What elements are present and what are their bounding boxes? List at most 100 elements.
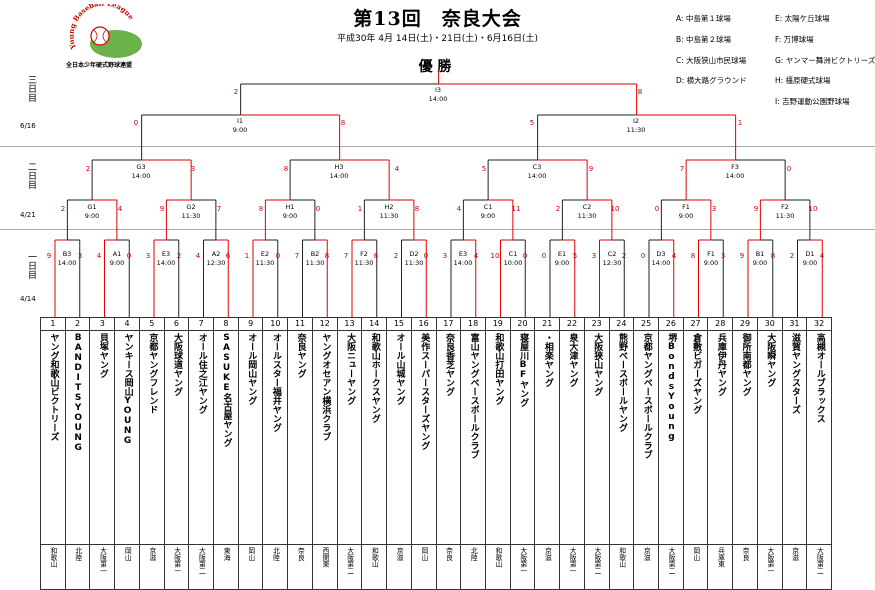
match-score: 9 (159, 205, 165, 213)
team-region-cell: 京滋 (386, 544, 412, 590)
team-region: 大阪第二 (345, 547, 354, 575)
match-score: 3 (77, 252, 83, 260)
team-number: 10 (262, 317, 289, 331)
match-id: H2 (384, 203, 394, 211)
team-number: 9 (237, 317, 264, 331)
team-name-cell: オール山城ヤング (386, 330, 412, 545)
team-region-cell: 岡山 (114, 544, 140, 590)
team-name-cell: 高槻オールブラックス (806, 330, 832, 545)
venue-item: G: ヤンマー舞洲ビクトリーズ専用球場 (775, 56, 875, 65)
team-region: 大阪第一 (172, 547, 181, 575)
match-id: D3 (656, 250, 666, 258)
team-name-cell: 奈良ヤング (287, 330, 313, 545)
match-id: D1 (805, 250, 815, 258)
match-score: 0 (786, 165, 792, 173)
team-name: 御所南都ヤング (740, 333, 751, 396)
team-number: 25 (633, 317, 659, 331)
day-date: 6/16 (20, 122, 36, 130)
team-region-cell: 奈良 (732, 544, 758, 590)
match-time: 11:30 (404, 259, 424, 267)
team-region-cell: 大阪第二 (657, 544, 684, 590)
team-region: 大阪第一 (518, 547, 527, 575)
match-score: 7 (343, 252, 349, 260)
team-region-cell: 岡山 (237, 544, 264, 590)
match-score: 8 (414, 205, 420, 213)
match-score: 1 (357, 205, 363, 213)
match-score: 10 (808, 205, 818, 213)
match-score: 9 (588, 165, 594, 173)
team-region: 京滋 (790, 547, 799, 561)
match-time: 9:00 (678, 212, 694, 220)
team-number: 14 (361, 317, 388, 331)
match-id: F1 (682, 203, 690, 211)
team-number: 20 (509, 317, 536, 331)
team-region-cell: 和歌山 (608, 544, 635, 590)
match-id: D2 (409, 250, 419, 258)
match-score: 4 (394, 165, 400, 173)
match-score: 1 (737, 119, 743, 127)
match-id: C3 (532, 163, 542, 171)
team-name-cell: 和歌山ホークスヤング (361, 330, 388, 545)
team-name-cell: 京都ヤングフレンド (138, 330, 165, 545)
team-name-cell: 京都ヤングベースボールクラブ (633, 330, 659, 545)
match-id: H1 (285, 203, 295, 211)
match-score: 0 (315, 205, 321, 213)
team-number: 8 (213, 317, 239, 331)
match-score: 2 (60, 205, 66, 213)
team-region: 北陸 (73, 547, 82, 561)
team-region: 大阪第一 (765, 547, 774, 575)
team-name-cell: 泉大津ヤング (559, 330, 585, 545)
match-score: 4 (456, 205, 462, 213)
match-id: B1 (755, 250, 765, 258)
match-score: 3 (190, 165, 196, 173)
match-id: F1 (707, 250, 715, 258)
match-id: G2 (186, 203, 196, 211)
match-time: 11:30 (354, 259, 374, 267)
match-id: C2 (582, 203, 592, 211)
team-name: ヤンキース岡山YOUNG (122, 333, 133, 446)
team-name-cell: 寝屋川BFヤング (509, 330, 536, 545)
team-region: 奈良 (444, 547, 453, 561)
team-region: 和歌山 (49, 547, 58, 568)
match-score: 4 (195, 252, 201, 260)
team-name-cell: 兵庫伊丹ヤング (707, 330, 734, 545)
team-name: 熊野ベースボールヤング (616, 333, 627, 432)
match-score: 8 (770, 252, 776, 260)
champion-label: 優 勝 (418, 59, 452, 75)
match-score: 10 (490, 252, 500, 260)
team-name-cell: 御所南都ヤング (732, 330, 758, 545)
team-region: 大阪第二 (592, 547, 601, 575)
match-score: 5 (529, 119, 535, 127)
team-name: 富山ヤングベースボールクラブ (468, 333, 479, 459)
match-id: E3 (458, 250, 468, 258)
match-id: I3 (434, 86, 442, 94)
match-time: 14:00 (453, 259, 473, 267)
team-name: 美作スーパースターズヤング (419, 333, 430, 450)
team-region: 北陸 (469, 547, 478, 561)
team-number: 29 (732, 317, 758, 331)
team-name: 泉大津ヤング (567, 333, 578, 387)
day-label: 二日目 (26, 162, 36, 189)
team-name: 奈良ヤング (295, 333, 306, 378)
day-date: 4/21 (20, 211, 36, 219)
match-time: 9:00 (752, 259, 768, 267)
team-number: 30 (756, 317, 783, 331)
team-region: 和歌山 (370, 547, 379, 568)
team-name-cell: 堺BondsYoung (657, 330, 684, 545)
team-region: 岡山 (419, 547, 428, 561)
team-number: 31 (781, 317, 808, 331)
team-name: 大阪狭山ヤング (592, 333, 603, 396)
team-number: 17 (435, 317, 462, 331)
team-name-cell: ・相楽ヤング (534, 330, 561, 545)
team-region-cell: 大阪第一 (756, 544, 783, 590)
